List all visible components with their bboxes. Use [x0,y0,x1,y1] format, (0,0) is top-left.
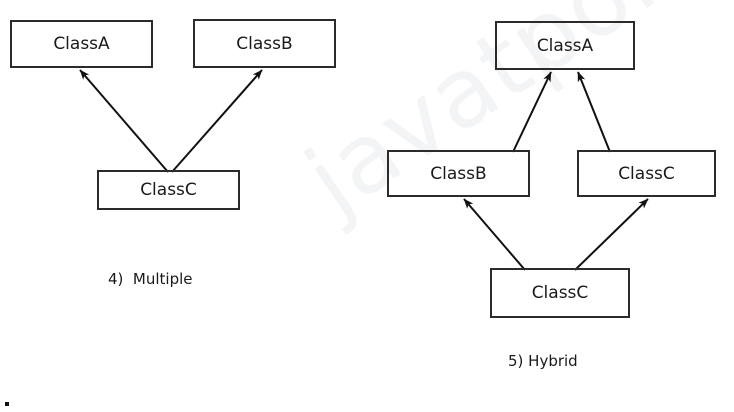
arrow-hybrid-classc-to-classa [577,71,611,153]
node-label: ClassA [53,34,110,54]
node-multiple-classb[interactable]: ClassB [193,19,336,68]
corner-dot-mark [5,402,9,406]
node-multiple-classc[interactable]: ClassC [97,170,240,210]
node-label: ClassB [236,33,293,54]
arrow-hybrid-classc2-to-classb [463,198,526,271]
node-label: ClassB [430,163,487,184]
arrow-hybrid-classb-to-classa [512,71,552,153]
arrow-hybrid-classc2-to-classc1 [574,198,649,271]
node-label: ClassC [140,180,197,200]
node-hybrid-classb[interactable]: ClassB [387,150,530,197]
node-hybrid-classc-bottom[interactable]: ClassC [490,268,630,318]
node-hybrid-classc-middle[interactable]: ClassC [577,150,716,197]
node-multiple-classa[interactable]: ClassA [10,20,153,68]
node-hybrid-classa[interactable]: ClassA [495,21,635,70]
node-label: ClassC [531,283,589,303]
arrow-multiple-classc-to-classa [79,69,169,173]
node-label: ClassC [618,163,675,184]
caption-multiple: 4) Multiple [108,270,193,288]
node-label: ClassA [536,35,594,56]
arrow-multiple-classc-to-classb [171,69,263,173]
caption-hybrid: 5) Hybrid [508,352,578,370]
